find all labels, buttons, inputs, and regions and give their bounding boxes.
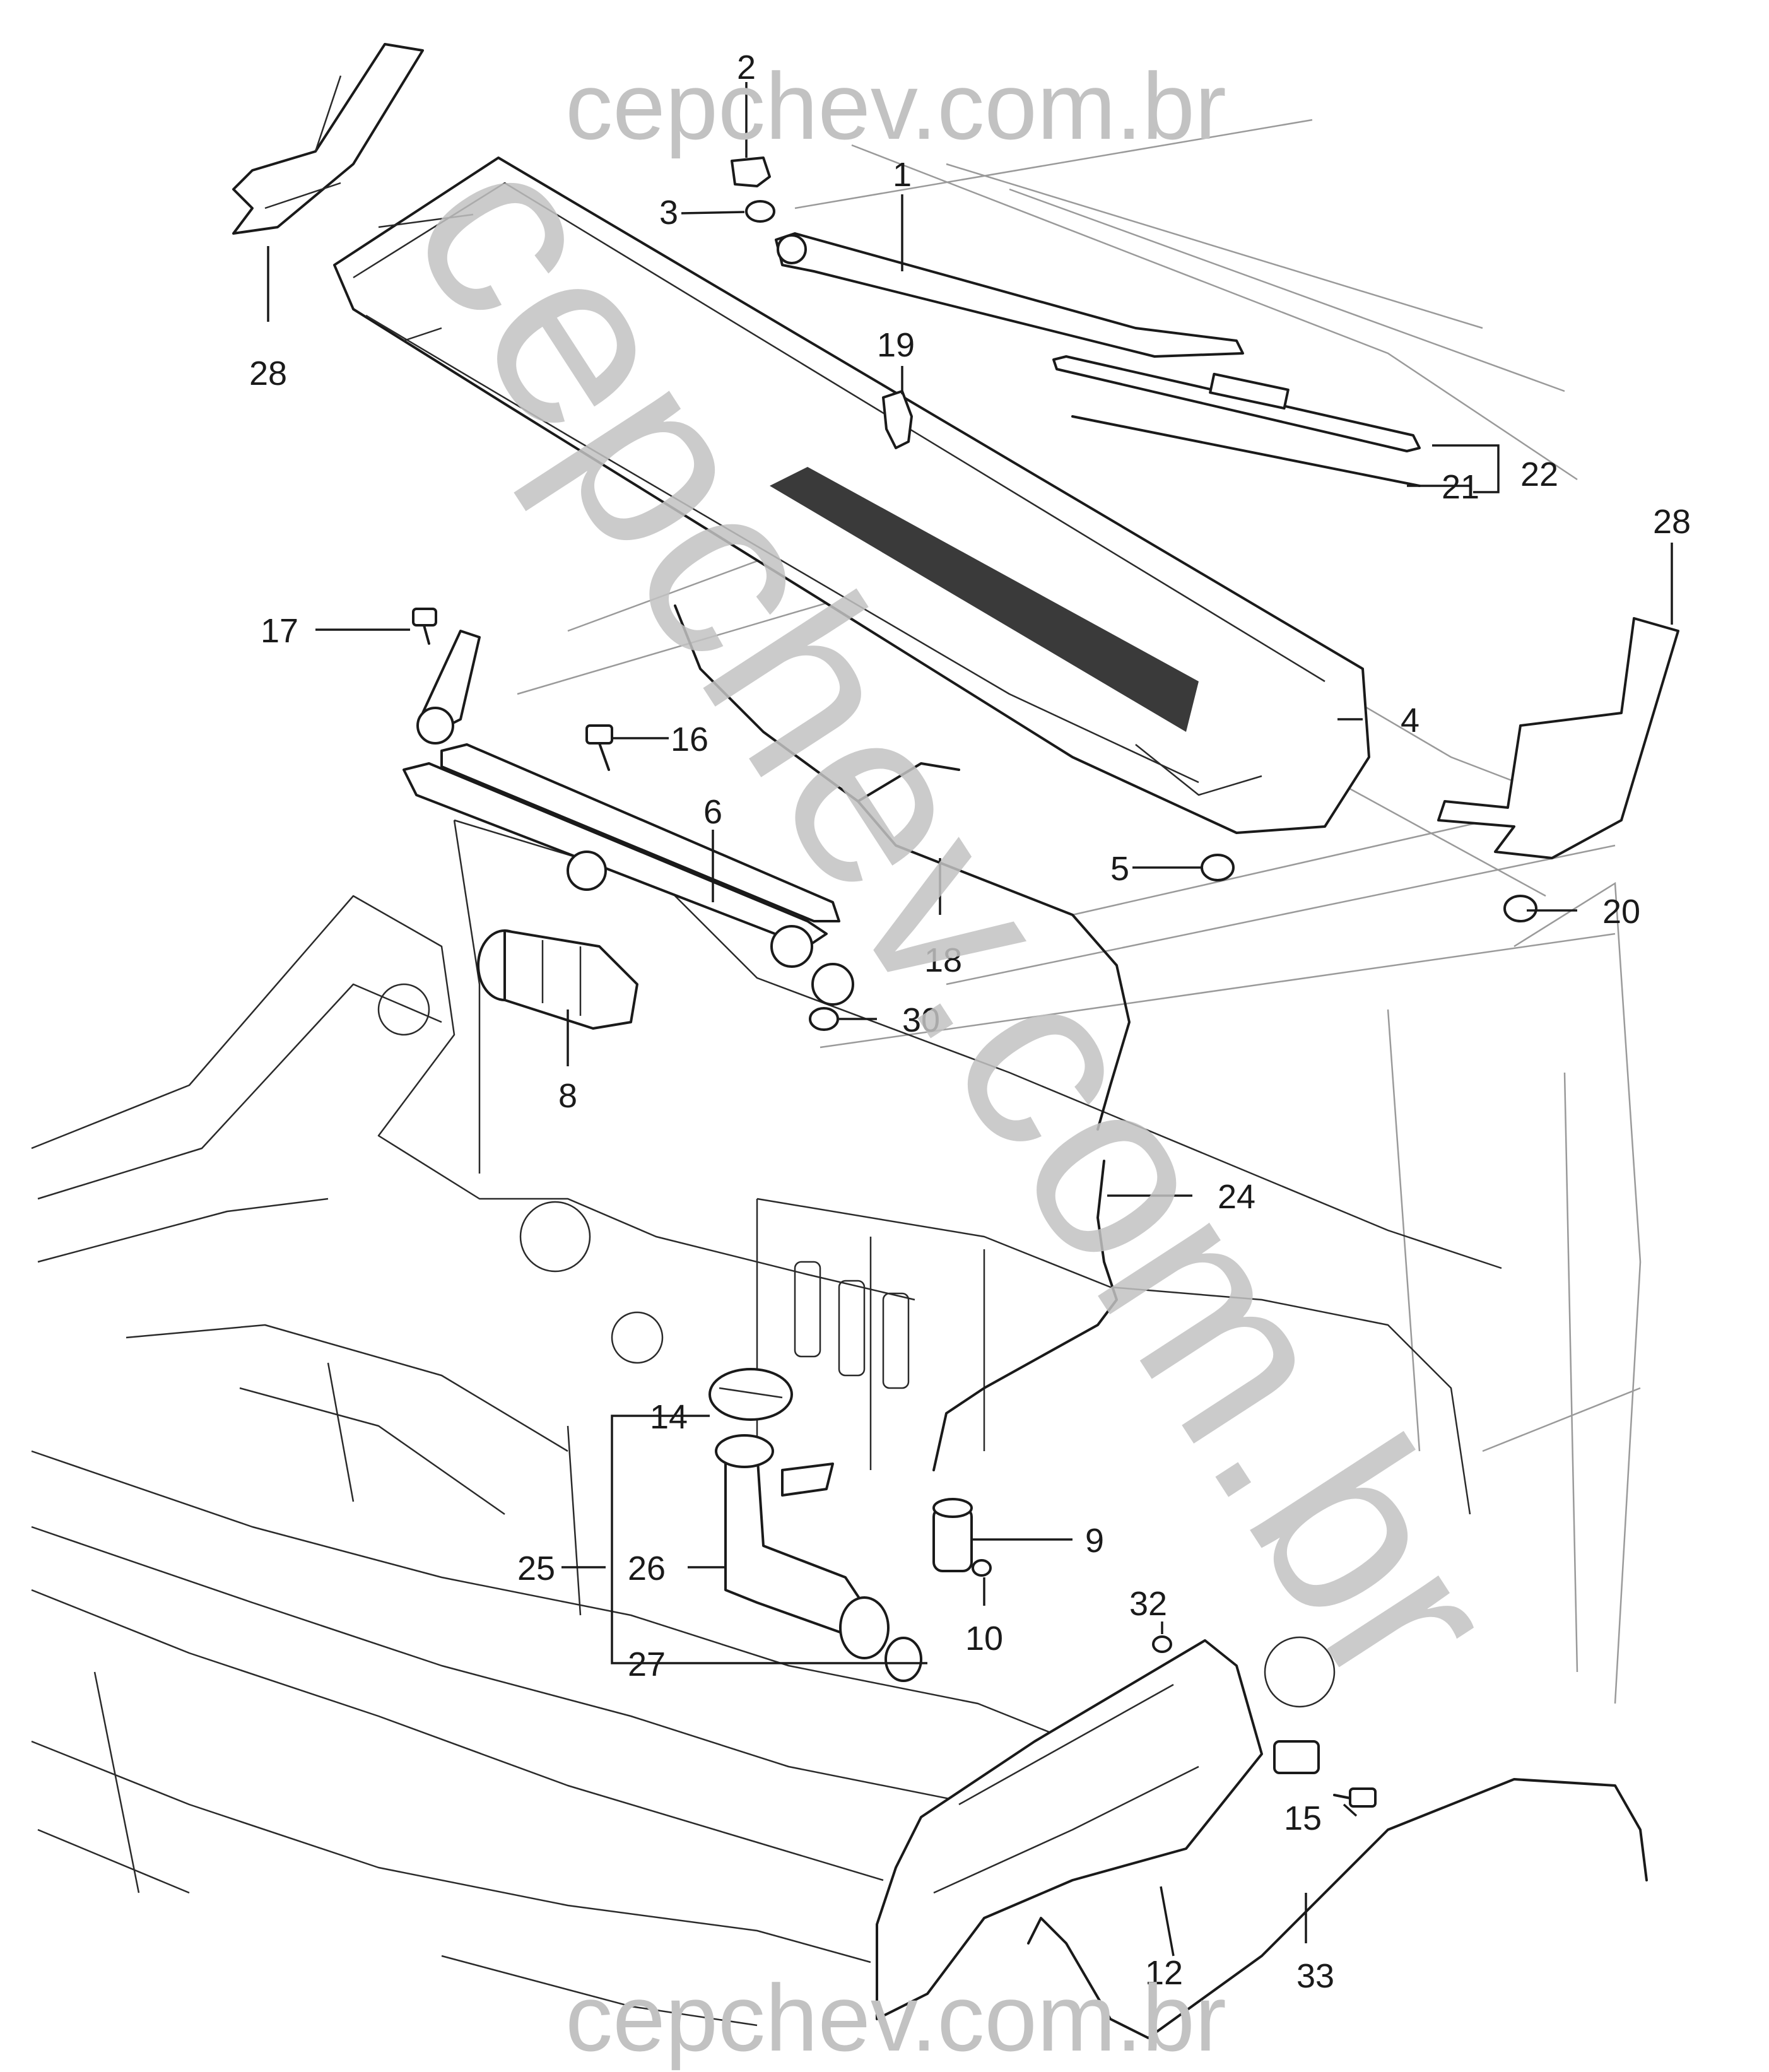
callout-1: 1 bbox=[893, 156, 912, 194]
part-21-blade-insert bbox=[1071, 415, 1421, 487]
callout-4: 4 bbox=[1401, 702, 1419, 739]
part-14-filler-cap bbox=[708, 1368, 793, 1421]
callout-12: 12 bbox=[1145, 1954, 1183, 1992]
part-16-bolt bbox=[585, 724, 613, 771]
callout-16: 16 bbox=[671, 721, 708, 758]
callout-33: 33 bbox=[1296, 1957, 1334, 1995]
part-22-wiper-blade bbox=[1052, 355, 1421, 452]
callout-6: 6 bbox=[703, 793, 722, 831]
part-28-left-bracket bbox=[232, 43, 424, 235]
watermarks: cepchev.com.br cepchev.com.br cepchev.co… bbox=[357, 53, 1555, 2071]
part-15-bolt bbox=[1333, 1787, 1377, 1808]
part-24-washer-hose bbox=[932, 1160, 1118, 1471]
engine-bay-structure bbox=[31, 819, 1502, 2027]
callout-2: 2 bbox=[737, 49, 756, 86]
callout-9: 9 bbox=[1085, 1522, 1104, 1560]
callout-28-right: 28 bbox=[1653, 503, 1691, 541]
part-32-grommet bbox=[1152, 1635, 1172, 1653]
callout-24: 24 bbox=[1218, 1178, 1255, 1216]
callout-14: 14 bbox=[650, 1398, 688, 1436]
part-27-seal-ring bbox=[884, 1637, 922, 1682]
watermark-top: cepchev.com.br bbox=[565, 53, 1226, 159]
part-10-grommet bbox=[972, 1559, 992, 1577]
callout-15: 15 bbox=[1284, 1799, 1322, 1837]
callout-19: 19 bbox=[877, 326, 915, 364]
part-3-nut bbox=[745, 200, 775, 223]
part-30-nut bbox=[809, 1007, 839, 1031]
callout-25: 25 bbox=[517, 1550, 555, 1587]
part-17-screw bbox=[412, 608, 437, 645]
callout-18: 18 bbox=[924, 941, 962, 979]
part-12-washer-reservoir bbox=[876, 1639, 1320, 2020]
callout-26: 26 bbox=[628, 1550, 666, 1587]
callout-28-left: 28 bbox=[249, 355, 287, 392]
leader-lines bbox=[267, 82, 1673, 1957]
part-18-washer-hose bbox=[674, 604, 1131, 1131]
part-1-wiper-arm bbox=[775, 232, 1244, 358]
part-5-clip bbox=[1201, 854, 1235, 881]
callout-22: 22 bbox=[1520, 456, 1558, 493]
callout-labels: 1 2 3 4 5 6 8 9 10 12 14 15 16 17 18 19 … bbox=[249, 49, 1691, 1995]
callout-8: 8 bbox=[558, 1077, 577, 1115]
watermark-bottom: cepchev.com.br bbox=[565, 1965, 1226, 2071]
callout-27: 27 bbox=[628, 1645, 666, 1683]
watermark-diagonal: cepchev.com.br bbox=[357, 102, 1555, 1734]
part-26-filler-neck bbox=[715, 1434, 890, 1659]
part-4-cowl-panel bbox=[333, 156, 1370, 834]
callout-32: 32 bbox=[1129, 1585, 1167, 1623]
part-6-wiper-linkage bbox=[403, 630, 854, 1006]
part-28-right-bracket bbox=[1437, 617, 1679, 859]
part-33-hose bbox=[1027, 1778, 1648, 2039]
callout-5: 5 bbox=[1110, 850, 1129, 888]
part-20-clip bbox=[1503, 895, 1537, 922]
callout-20: 20 bbox=[1602, 893, 1640, 931]
callout-17: 17 bbox=[261, 612, 298, 650]
callout-30: 30 bbox=[902, 1001, 940, 1039]
callout-10: 10 bbox=[965, 1620, 1003, 1657]
part-8-wiper-motor bbox=[477, 929, 638, 1030]
part-2-cap bbox=[731, 156, 771, 187]
callout-21: 21 bbox=[1442, 468, 1479, 506]
part-9-washer-pump bbox=[932, 1498, 973, 1572]
callout-3: 3 bbox=[659, 194, 678, 232]
